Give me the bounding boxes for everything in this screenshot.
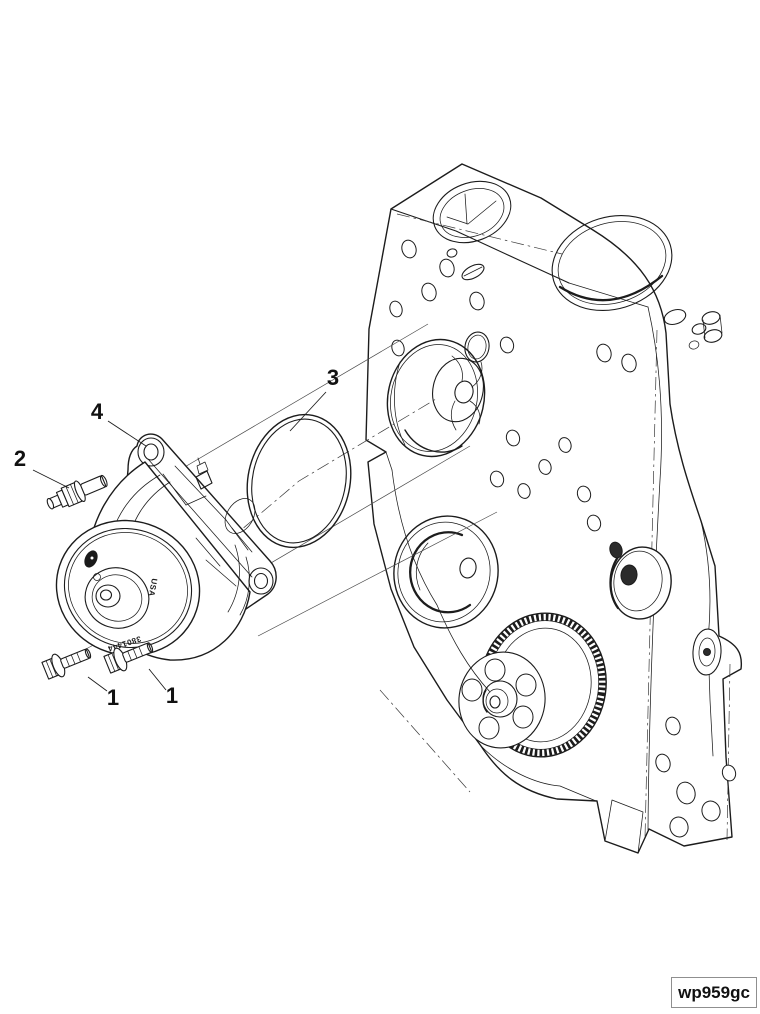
accessory-bore [609,546,672,620]
thermostat-bore [432,180,512,244]
pump-pulley: 3801444 USA [55,519,201,657]
callout-label-1b: 1 [165,683,179,708]
top-face-centerline [396,213,563,255]
stud [46,474,108,510]
figure-code-text: wp959gc [678,982,750,1002]
right-edge-boss [692,628,722,676]
figure-code-box: wp959gc [671,977,757,1008]
callout-label-2: 2 [13,446,27,471]
bleed-fitting [195,457,213,490]
lower-volute-cavity [393,515,499,629]
cast-origin-text: USA [147,578,159,598]
engine-block [365,163,743,854]
engine-block-outline [365,163,743,854]
water-pump: 3801444 USA [55,433,277,661]
callout-label-1a: 1 [106,685,120,710]
bolt-holes [389,239,737,838]
callout-leader-lines [32,391,327,692]
callout-label-3: 3 [326,365,340,390]
flange-bolt-a [41,648,92,680]
core-plug [464,331,490,363]
corner-boss [701,311,723,343]
camshaft-ring-bore [551,214,673,312]
o-ring [246,413,352,549]
flange-ribs [162,465,253,587]
flange-bolt-b [103,642,154,674]
oblong-slot [461,263,485,281]
flange-ear-top [137,437,165,467]
timing-gear [458,612,607,758]
gear-teeth [480,613,606,757]
water-pump-mounting-bore [386,338,486,458]
callout-label-4: 4 [90,399,104,424]
